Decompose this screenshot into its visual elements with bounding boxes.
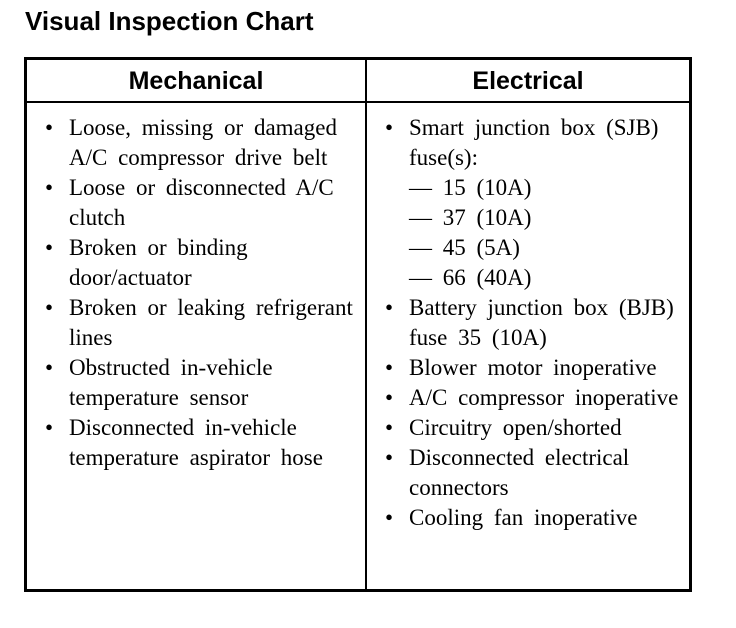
electrical-item: Smart junction box (SJB) fuse(s): — 15 (… — [381, 113, 681, 293]
visual-inspection-table: Mechanical Electrical Loose, missing or … — [24, 57, 692, 592]
item-text: Cooling fan inoperative — [409, 505, 638, 530]
mechanical-item: Loose, missing or damaged A/C compressor… — [41, 113, 357, 173]
item-text: Broken or binding door/actuator — [69, 235, 248, 290]
mechanical-item: Broken or leaking refrigerant lines — [41, 293, 357, 353]
mechanical-item: Disconnected in-vehicle temperature aspi… — [41, 413, 357, 473]
body-row: Loose, missing or damaged A/C compressor… — [24, 101, 692, 592]
fuse-sub-item: — 66 (40A) — [409, 265, 532, 290]
header-row: Mechanical Electrical — [24, 57, 692, 103]
electrical-list: Smart junction box (SJB) fuse(s): — 15 (… — [381, 113, 681, 533]
fuse-sub-item: — 45 (5A) — [409, 235, 520, 260]
mechanical-item: Broken or binding door/actuator — [41, 233, 357, 293]
electrical-item: Disconnected electrical connectors — [381, 443, 681, 503]
item-text: Broken or leaking refrigerant lines — [69, 295, 353, 350]
mechanical-item: Obstructed in-vehicle temperature sensor — [41, 353, 357, 413]
item-text: Loose or disconnected A/C clutch — [69, 175, 334, 230]
mechanical-cell: Loose, missing or damaged A/C compressor… — [24, 101, 367, 592]
column-header-electrical: Electrical — [365, 57, 692, 103]
item-text: A/C compressor inoperative — [409, 385, 679, 410]
mechanical-item: Loose or disconnected A/C clutch — [41, 173, 357, 233]
item-text: Disconnected electrical connectors — [409, 445, 630, 500]
fuse-sub-item: — 15 (10A) — [409, 175, 532, 200]
item-text: Loose, missing or damaged A/C compressor… — [69, 115, 337, 170]
fuse-sub-item: — 37 (10A) — [409, 205, 532, 230]
column-header-mechanical: Mechanical — [24, 57, 367, 103]
item-text: Battery junction box (BJB) fuse 35 (10A) — [409, 295, 674, 350]
electrical-item: A/C compressor inoperative — [381, 383, 681, 413]
item-text: Blower motor inoperative — [409, 355, 657, 380]
electrical-item: Circuitry open/shorted — [381, 413, 681, 443]
mechanical-list: Loose, missing or damaged A/C compressor… — [41, 113, 357, 473]
item-text: Disconnected in-vehicle temperature aspi… — [69, 415, 323, 470]
item-text: Circuitry open/shorted — [409, 415, 622, 440]
electrical-cell: Smart junction box (SJB) fuse(s): — 15 (… — [365, 101, 692, 592]
electrical-item: Cooling fan inoperative — [381, 503, 681, 533]
item-text: Smart junction box (SJB) fuse(s): — [409, 115, 659, 170]
page-title: Visual Inspection Chart — [25, 6, 314, 36]
electrical-item: Blower motor inoperative — [381, 353, 681, 383]
electrical-item: Battery junction box (BJB) fuse 35 (10A) — [381, 293, 681, 353]
item-text: Obstructed in-vehicle temperature sensor — [69, 355, 273, 410]
